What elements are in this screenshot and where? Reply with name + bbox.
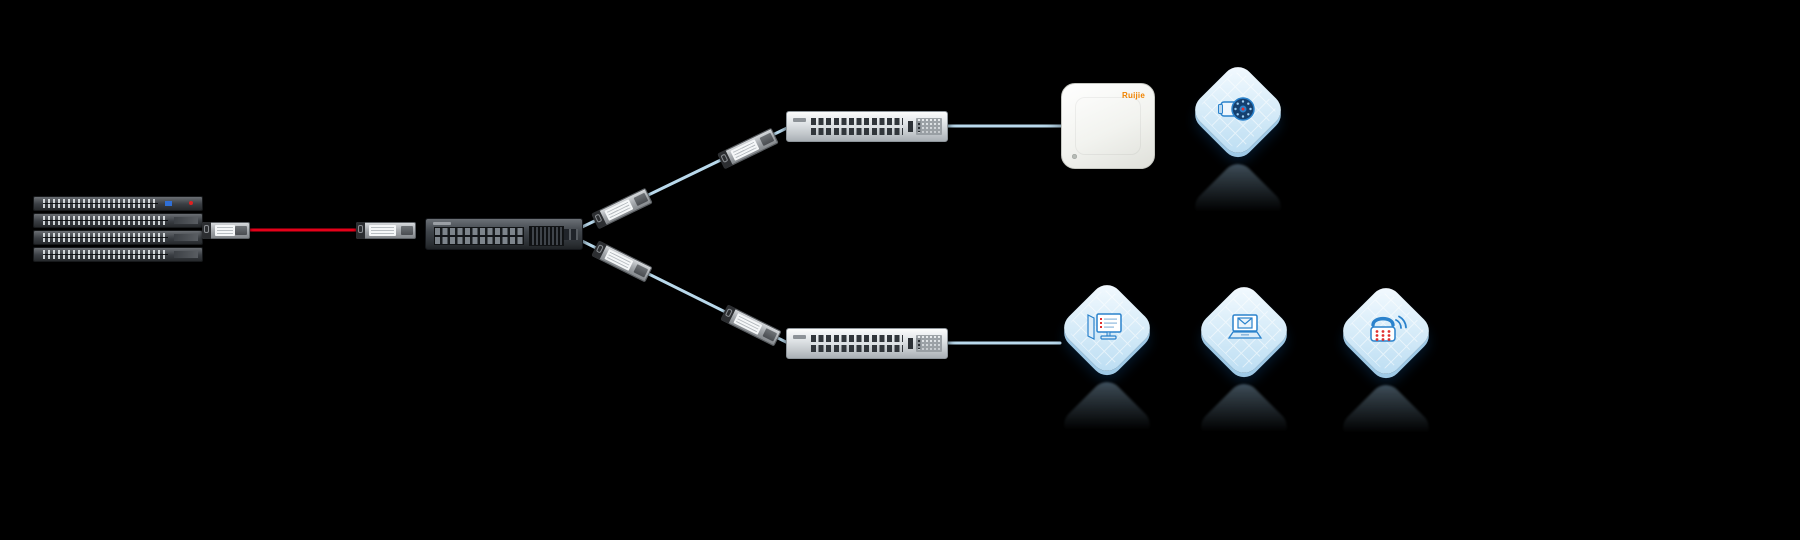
module-tag — [174, 217, 198, 224]
ip-camera-endpoint — [1188, 60, 1288, 257]
rack-unit — [33, 196, 203, 211]
sfp-plug — [759, 132, 775, 147]
laptop-endpoint — [1194, 280, 1294, 477]
port-block — [43, 216, 168, 225]
sfp-label — [215, 225, 235, 236]
brand-mark — [793, 118, 806, 122]
phone-icon — [1336, 283, 1436, 379]
core-switch-stack — [33, 196, 203, 262]
sfp-transceiver — [202, 222, 250, 239]
brand-logo: Ruijie — [1122, 91, 1145, 100]
aggregation-switch — [425, 218, 583, 250]
desktop-computer-endpoint — [1057, 278, 1157, 475]
port-block — [43, 199, 158, 208]
rack-unit — [33, 230, 203, 245]
access-switch-top — [786, 111, 948, 142]
brand-mark — [433, 222, 451, 225]
vent-grille — [529, 226, 564, 246]
uplink-ports — [564, 229, 578, 240]
module-tag — [174, 234, 198, 241]
sfp-clip — [356, 222, 365, 239]
rack-unit — [33, 247, 203, 262]
port-block — [811, 335, 903, 352]
rack-unit — [33, 213, 203, 228]
wireless-access-point: Ruijie — [1061, 83, 1155, 169]
sfp-plug — [401, 226, 413, 235]
ip-phone-endpoint — [1336, 281, 1436, 478]
laptop-icon — [1194, 282, 1294, 378]
vent-grille — [916, 118, 942, 135]
status-led-red — [189, 201, 193, 205]
camera-icon — [1188, 62, 1288, 158]
sfp-plug — [633, 264, 649, 278]
ap-status-led — [1072, 154, 1077, 159]
sfp-plug — [633, 192, 649, 207]
access-switch-bottom — [786, 328, 948, 359]
port-block — [811, 118, 903, 135]
sfp-port-block — [434, 227, 524, 245]
status-led-blue — [165, 201, 172, 206]
vent-grille — [916, 335, 942, 352]
port-block — [43, 233, 168, 242]
sfp-plug — [762, 328, 778, 342]
sfp-transceiver — [356, 222, 416, 239]
sfp-clip — [202, 222, 211, 239]
sfp-plug — [235, 226, 247, 235]
brand-mark — [793, 335, 806, 339]
desktop-icon — [1057, 280, 1157, 376]
sfp-label — [369, 225, 396, 236]
port-block — [43, 250, 168, 259]
module-tag — [174, 251, 198, 258]
